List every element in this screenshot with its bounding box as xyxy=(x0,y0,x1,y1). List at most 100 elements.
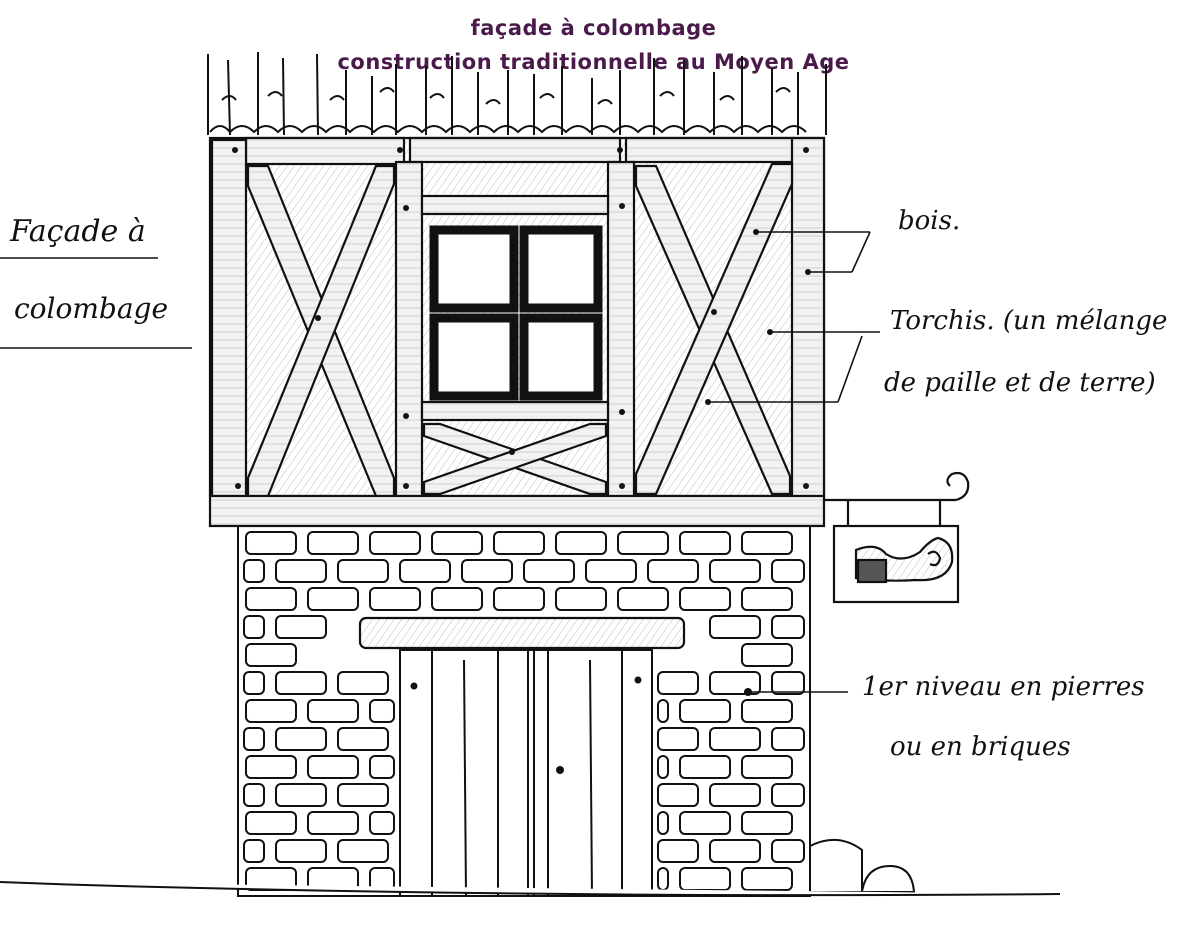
stone xyxy=(245,531,297,555)
stone xyxy=(337,727,389,751)
stone xyxy=(709,783,761,807)
diagram-title: façade à colombage xyxy=(470,16,717,40)
stone xyxy=(431,531,483,555)
stone xyxy=(307,811,359,835)
stone xyxy=(369,755,395,779)
timber-pegs xyxy=(232,147,809,489)
door xyxy=(399,649,653,897)
stone xyxy=(679,699,731,723)
stone xyxy=(657,671,699,695)
stone xyxy=(657,755,669,779)
label-niveau-line2: ou en briques xyxy=(890,732,1071,762)
stone xyxy=(617,531,669,555)
stone xyxy=(337,839,389,863)
label-bois: bois. xyxy=(898,206,961,236)
stone xyxy=(555,531,607,555)
stone xyxy=(741,643,793,667)
stone xyxy=(741,531,793,555)
stone xyxy=(709,839,761,863)
stone xyxy=(679,587,731,611)
stone xyxy=(275,727,327,751)
left-label-line2: colombage xyxy=(14,292,169,325)
leader-dots xyxy=(705,229,811,696)
stone xyxy=(275,615,327,639)
shop-sign xyxy=(824,471,970,604)
stone xyxy=(337,559,389,583)
stone xyxy=(741,755,793,779)
stone xyxy=(307,755,359,779)
stone xyxy=(771,615,805,639)
stone xyxy=(245,811,297,835)
stone xyxy=(307,531,359,555)
stone xyxy=(275,559,327,583)
stone xyxy=(243,615,265,639)
stone xyxy=(657,699,669,723)
stone xyxy=(657,839,699,863)
stone xyxy=(369,587,421,611)
diagram-subtitle: construction traditionnelle au Moyen Age xyxy=(337,50,850,74)
stone xyxy=(657,811,669,835)
stone xyxy=(617,587,669,611)
roof-tiles xyxy=(207,52,827,136)
leader-lines xyxy=(0,231,880,693)
left-label-line1: Façade à xyxy=(10,214,146,249)
stone xyxy=(369,531,421,555)
ground xyxy=(0,839,1061,897)
stone xyxy=(493,531,545,555)
stone xyxy=(771,727,805,751)
stone xyxy=(679,811,731,835)
stone xyxy=(771,559,805,583)
stone xyxy=(647,559,699,583)
stone xyxy=(243,671,265,695)
stone xyxy=(741,699,793,723)
stone xyxy=(369,811,395,835)
stone xyxy=(679,755,731,779)
stone xyxy=(679,531,731,555)
stone xyxy=(337,671,389,695)
stone xyxy=(709,615,761,639)
stone xyxy=(771,839,805,863)
stone xyxy=(461,559,513,583)
stone xyxy=(307,699,359,723)
stone xyxy=(741,811,793,835)
stone xyxy=(275,839,327,863)
stone xyxy=(369,699,395,723)
label-niveau-line1: 1er niveau en pierres xyxy=(862,672,1145,702)
stone xyxy=(243,783,265,807)
stone xyxy=(585,559,637,583)
sill-beam xyxy=(208,494,826,528)
stone xyxy=(399,559,451,583)
stone xyxy=(555,587,607,611)
stone xyxy=(679,867,731,891)
stone xyxy=(245,699,297,723)
stone xyxy=(741,587,793,611)
stone xyxy=(657,867,669,891)
stone xyxy=(657,783,699,807)
stone xyxy=(709,727,761,751)
stone xyxy=(771,783,805,807)
stone xyxy=(245,755,297,779)
stone xyxy=(657,727,699,751)
stone xyxy=(431,587,483,611)
stone xyxy=(307,587,359,611)
door-lintel xyxy=(358,616,686,650)
stone-wall xyxy=(237,526,811,897)
stone xyxy=(245,643,297,667)
label-torchis-line2: de paille et de terre) xyxy=(884,368,1156,398)
stone xyxy=(243,559,265,583)
stone xyxy=(741,867,793,891)
stone xyxy=(243,727,265,751)
stone xyxy=(493,587,545,611)
stone xyxy=(771,671,805,695)
stone xyxy=(243,839,265,863)
stone xyxy=(523,559,575,583)
stone xyxy=(275,783,327,807)
stone xyxy=(275,671,327,695)
label-torchis-line1: Torchis. (un mélange xyxy=(890,306,1168,336)
stone xyxy=(337,783,389,807)
window xyxy=(429,225,603,401)
stone xyxy=(709,671,761,695)
stone xyxy=(245,587,297,611)
stone xyxy=(709,559,761,583)
